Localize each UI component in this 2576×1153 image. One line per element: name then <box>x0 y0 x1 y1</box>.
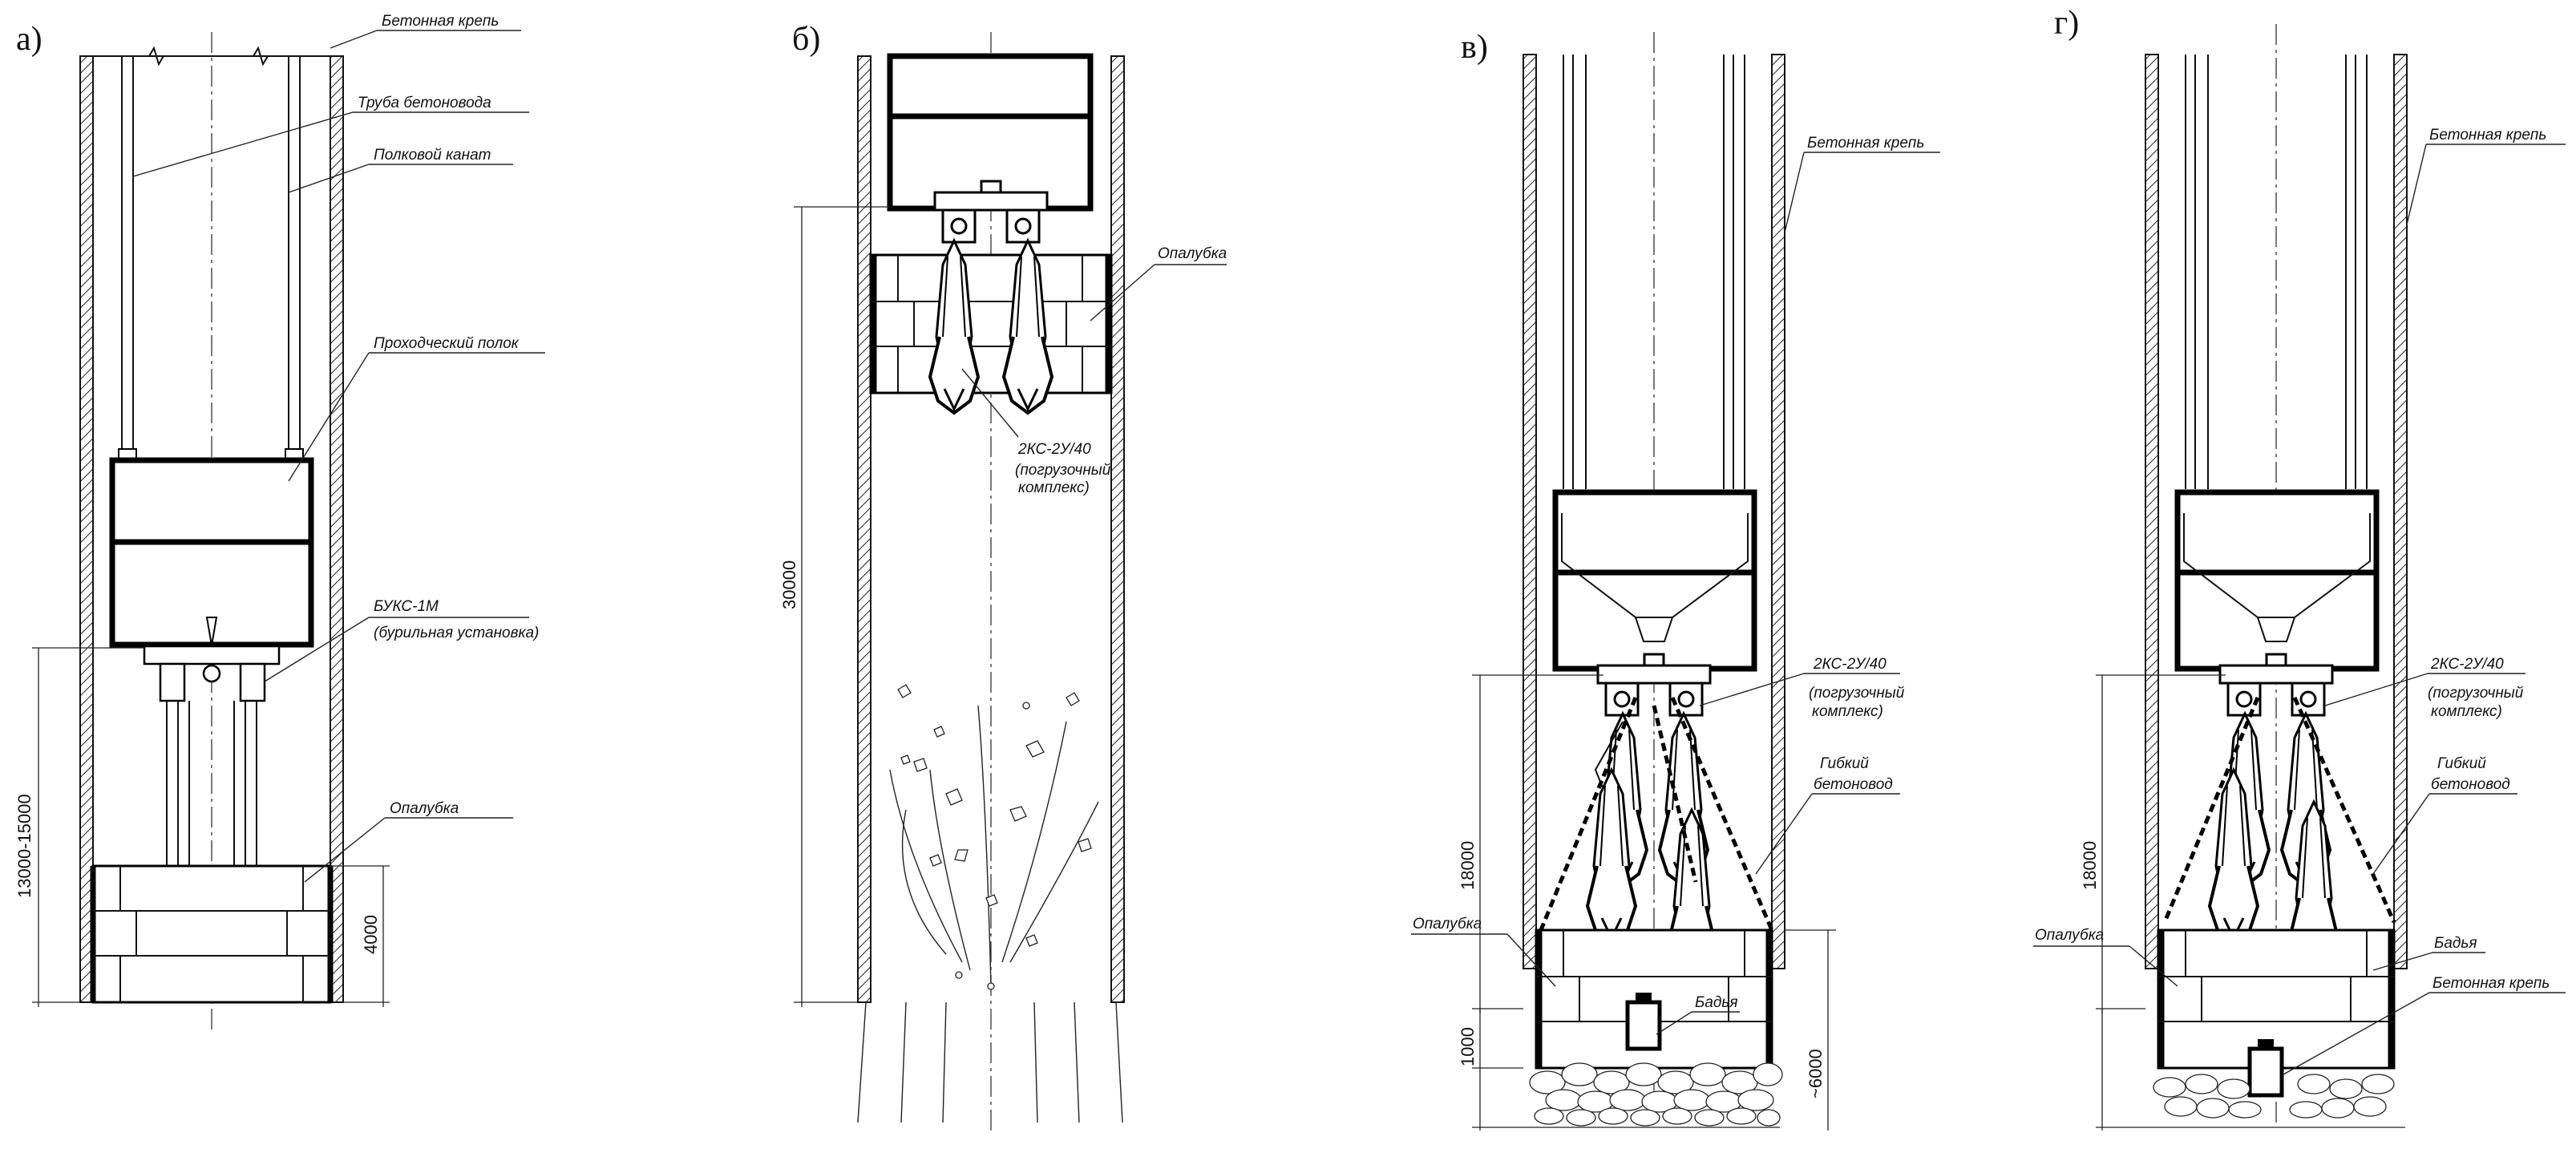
label-v-loader-desc2: комплекс) <box>1812 703 1883 720</box>
label-a-concrete-pipe: Труба бетоновода <box>358 95 491 111</box>
formwork-g <box>2157 928 2396 1070</box>
dim-v-2: 1000 <box>1458 1027 1478 1066</box>
bucket-v <box>1625 993 1662 1051</box>
label-b-loader-desc2: комплекс) <box>1018 479 1090 496</box>
label-a-sinking-shelf: Проходческий полок <box>374 335 520 352</box>
label-v-loader-desc1: (погрузочный <box>1809 685 1905 702</box>
sinking-shelf-b <box>887 53 1094 212</box>
dim-g-1: 18000 <box>2080 841 2100 890</box>
drill-holes <box>857 1001 1123 1123</box>
label-a-drill-rig-name: БУКС-1М <box>374 598 439 615</box>
sinking-shelf <box>109 457 314 648</box>
label-g-concrete-lining-bottom: Бетонная крепь <box>2432 975 2550 992</box>
blast-fragments <box>889 684 1099 990</box>
dim-v-1: 18000 <box>1458 841 1478 890</box>
panel-a: а) <box>14 13 545 1034</box>
label-v-flex-pipe1: Гибкий <box>1820 755 1869 772</box>
panel-v-letter: в) <box>1461 29 1488 66</box>
label-v-flex-pipe2: бетоновод <box>1814 776 1893 793</box>
loader-g <box>2208 653 2339 976</box>
label-a-concrete-lining: Бетонная крепь <box>382 13 499 30</box>
formwork-a <box>90 864 334 1004</box>
shaft-wall-left <box>857 55 871 1003</box>
shaft-wall-left <box>79 55 94 1003</box>
label-g-loader-name: 2КС-2У/40 <box>2430 656 2504 673</box>
shaft-wall-right <box>2393 54 2408 969</box>
label-a-formwork: Опалубка <box>390 800 459 817</box>
loader-v <box>1586 653 1717 984</box>
label-g-bucket: Бадья <box>2434 935 2477 952</box>
label-g-concrete-lining-top: Бетонная крепь <box>2429 127 2546 144</box>
label-v-formwork: Опалубка <box>1413 916 1482 933</box>
label-g-flex-pipe1: Гибкий <box>2437 755 2486 772</box>
dim-b-1: 30000 <box>779 560 799 609</box>
sinking-shelf-v <box>1552 489 1757 672</box>
label-v-loader-name: 2КС-2У/40 <box>1813 656 1887 673</box>
shaft-wall-left <box>1523 54 1537 969</box>
label-b-loader-name: 2КС-2У/40 <box>1017 441 1091 458</box>
shaft-wall-right <box>1771 54 1785 969</box>
rock-pile-v <box>1529 1062 1783 1127</box>
label-v-bucket: Бадья <box>1695 994 1738 1011</box>
rock-pile-g <box>2153 1074 2395 1119</box>
shaft-wall-right <box>330 55 344 1003</box>
label-g-formwork: Опалубка <box>2035 927 2104 944</box>
label-g-flex-pipe2: бетоновод <box>2431 776 2510 793</box>
panel-a-letter: а) <box>16 21 42 58</box>
shaft-wall-right <box>1110 55 1125 1003</box>
dim-a-1: 13000-15000 <box>14 794 34 898</box>
panel-b: б) <box>779 21 1227 1131</box>
panel-b-letter: б) <box>792 21 820 58</box>
panel-g-letter: г) <box>2054 5 2079 42</box>
sinking-shelf-g <box>2174 489 2380 672</box>
shaft-wall-left <box>2145 54 2159 969</box>
dim-a-2: 4000 <box>361 915 381 954</box>
label-b-formwork: Опалубка <box>1158 245 1227 262</box>
label-g-loader-desc1: (погрузочный <box>2428 685 2524 702</box>
label-b-loader-desc1: (погрузочный <box>1015 462 1111 479</box>
panel-g: г) <box>2033 5 2566 1131</box>
label-v-concrete-lining: Бетонная крепь <box>1807 135 1924 152</box>
label-a-shelf-rope: Полковой канат <box>374 147 491 164</box>
bucket-g <box>2247 1039 2284 1098</box>
panel-v: в) <box>1411 29 1940 1131</box>
dim-v-3: ~6000 <box>1806 1049 1826 1098</box>
formwork-b <box>869 253 1113 394</box>
label-g-loader-desc2: комплекс) <box>2431 703 2502 720</box>
label-a-drill-rig-desc: (бурильная установка) <box>374 625 539 641</box>
